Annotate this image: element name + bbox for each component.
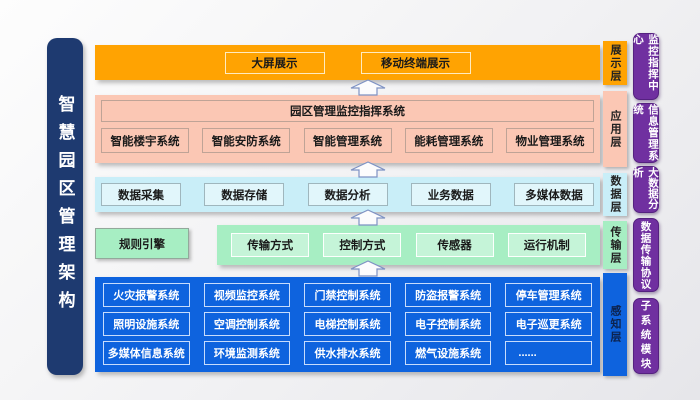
layer-label-application: 应用层: [609, 109, 621, 149]
module-information-management-system: 信息管理系统: [632, 103, 659, 163]
application-item-security: 智能安防系统: [202, 128, 291, 153]
module-label: 信息管理系统: [632, 104, 659, 162]
perception-row-3: 多媒体信息系统 环境监测系统 供水排水系统 燃气设施系统 ......: [103, 341, 592, 365]
perception-item-hvac: 空调控制系统: [203, 312, 291, 336]
application-item-management: 智能管理系统: [303, 128, 392, 153]
module-label: 子系统模块: [639, 299, 652, 373]
layer-label-transmission-box: 传输层: [603, 221, 627, 269]
application-item-building: 智能楼宇系统: [101, 128, 189, 153]
perception-item-lighting: 照明设施系统: [103, 312, 190, 336]
diagram-title: 智慧园区管理架构: [55, 94, 75, 319]
perception-item-burglar-alarm: 防盗报警系统: [404, 283, 492, 307]
perception-item-fire-alarm: 火灾报警系统: [103, 283, 190, 307]
perception-row-1: 火灾报警系统 视频监控系统 门禁控制系统 防盗报警系统 停车管理系统: [103, 283, 592, 307]
perception-item-patrol: 电子巡更系统: [505, 312, 592, 336]
application-item-property: 物业管理系统: [506, 128, 594, 153]
transmission-item-control: 控制方式: [323, 233, 402, 257]
layer-band-perception: 火灾报警系统 视频监控系统 门禁控制系统 防盗报警系统 停车管理系统 照明设施系…: [95, 277, 600, 372]
transmission-rule-engine: 规则引擎: [95, 228, 189, 259]
module-subsystem-modules: 子系统模块: [633, 298, 659, 374]
data-item-storage: 数据存储: [204, 183, 285, 206]
display-item-mobile-terminal: 移动终端展示: [360, 51, 471, 74]
transmission-item-sensor: 传感器: [415, 233, 494, 257]
display-item-big-screen: 大屏展示: [224, 51, 325, 74]
layer-label-application-box: 应用层: [603, 91, 627, 167]
layer-label-data-box: 数据层: [603, 173, 627, 216]
module-label: 大数据分析: [632, 167, 659, 209]
diagram-title-box: 智慧园区管理架构: [47, 38, 83, 375]
application-item-energy: 能耗管理系统: [404, 128, 493, 153]
data-item-analysis: 数据分析: [307, 183, 388, 206]
transmission-item-mode: 传输方式: [231, 233, 310, 257]
perception-item-electronic-control: 电子控制系统: [404, 312, 492, 336]
module-label: 监控指挥中心: [632, 34, 659, 92]
application-main-system: 园区管理监控指挥系统: [101, 100, 594, 122]
layer-band-application: 园区管理监控指挥系统 智能楼宇系统 智能安防系统 智能管理系统 能耗管理系统 物…: [95, 95, 600, 163]
application-systems-row: 智能楼宇系统 智能安防系统 智能管理系统 能耗管理系统 物业管理系统: [101, 128, 594, 153]
layer-band-data: 数据采集 数据存储 数据分析 业务数据 多媒体数据: [95, 177, 600, 212]
layer-label-data: 数据层: [609, 175, 621, 214]
arrow-up-icon: [350, 79, 386, 96]
perception-item-ellipsis: ......: [505, 341, 592, 365]
arrow-up-icon: [350, 260, 386, 277]
module-label: 数据传输协议: [639, 220, 652, 290]
layer-band-transmission: 传输方式 控制方式 传感器 运行机制: [217, 225, 600, 265]
perception-row-2: 照明设施系统 空调控制系统 电梯控制系统 电子控制系统 电子巡更系统: [103, 312, 592, 336]
perception-item-gas: 燃气设施系统: [404, 341, 492, 365]
perception-item-environment: 环境监测系统: [203, 341, 291, 365]
arrow-up-icon: [350, 209, 386, 226]
module-monitoring-command-center: 监控指挥中心: [632, 33, 659, 100]
perception-item-access-control: 门禁控制系统: [304, 283, 391, 307]
module-data-transmission-protocol: 数据传输协议: [633, 218, 659, 292]
layer-label-perception-box: 感知层: [603, 273, 627, 376]
layer-label-display-box: 展示层: [603, 41, 627, 85]
perception-item-water: 供水排水系统: [304, 341, 391, 365]
layer-band-display: 大屏展示 移动终端展示: [95, 45, 600, 80]
perception-item-parking: 停车管理系统: [505, 283, 592, 307]
transmission-item-runtime: 运行机制: [507, 233, 586, 257]
module-big-data-analysis: 大数据分析: [632, 166, 659, 213]
data-item-business: 业务数据: [410, 183, 491, 206]
perception-item-video-surveillance: 视频监控系统: [203, 283, 291, 307]
arrow-up-icon: [350, 161, 386, 178]
data-item-collection: 数据采集: [101, 183, 181, 206]
data-item-multimedia: 多媒体数据: [514, 183, 594, 206]
layer-label-display: 展示层: [609, 43, 621, 83]
layer-label-perception: 感知层: [609, 305, 621, 344]
layer-label-transmission: 传输层: [609, 225, 621, 265]
perception-item-multimedia-info: 多媒体信息系统: [103, 341, 190, 365]
perception-item-elevator: 电梯控制系统: [304, 312, 391, 336]
